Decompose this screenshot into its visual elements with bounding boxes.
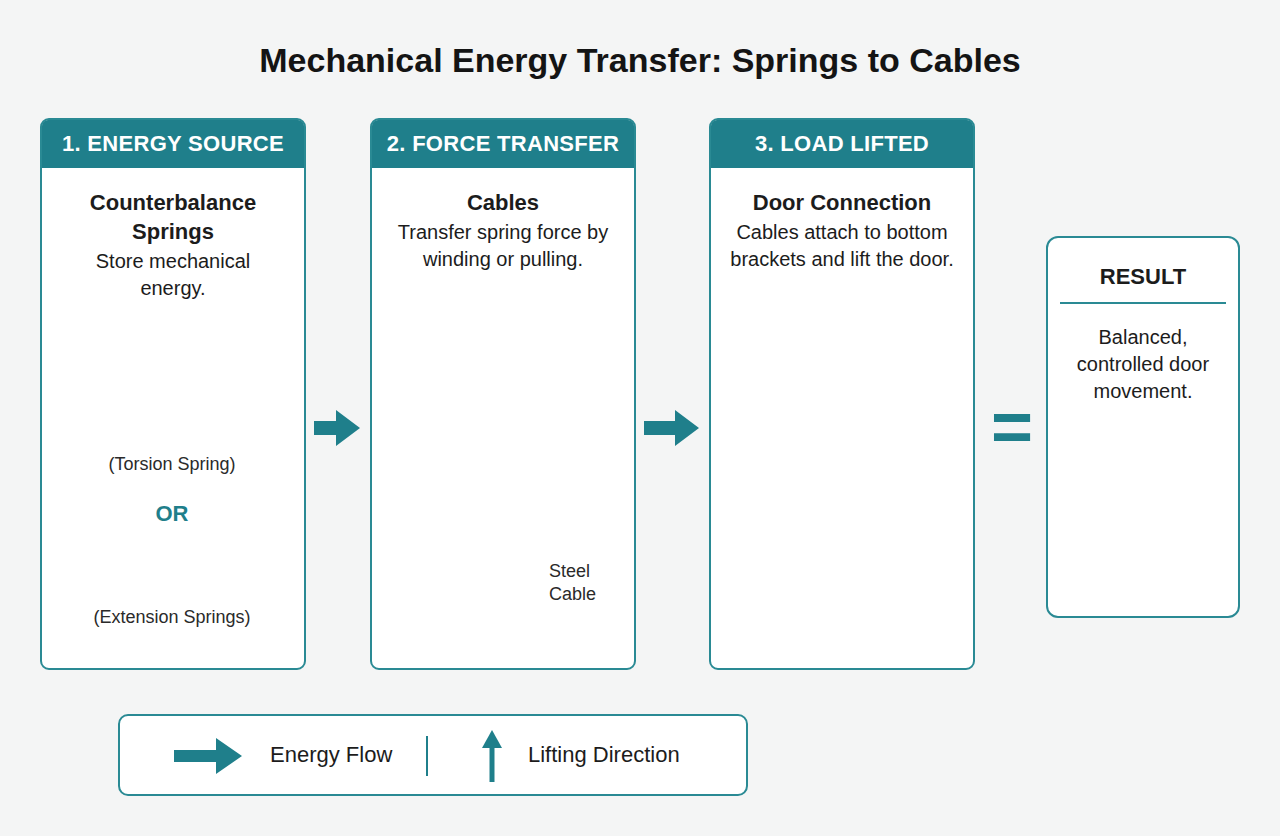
step-heading: Counterbalance Springs xyxy=(68,188,278,246)
result-box: RESULT Balanced, controlled door movement… xyxy=(1046,236,1240,618)
step-panel: 3. LOAD LIFTED Door ConnectionCables atta… xyxy=(709,118,975,670)
legend-box: Energy Flow Lifting Direction xyxy=(118,714,748,796)
step-description: Cables attach to bottom brackets and lif… xyxy=(726,219,958,273)
legend-arrow-sample xyxy=(174,738,242,774)
legend-up-arrow-sample xyxy=(482,730,502,782)
step-panel: 1. ENERGY SOURCE Counterbalance SpringsSt… xyxy=(40,118,306,670)
legend-text: Energy Flow xyxy=(270,742,392,768)
legend-divider xyxy=(426,736,428,776)
part-label: Steel Cable xyxy=(547,560,598,605)
divider-text: OR xyxy=(154,500,191,528)
part-label: (Extension Springs) xyxy=(91,606,252,629)
result-description: Balanced, controlled door movement. xyxy=(1063,324,1223,405)
result-heading: RESULT xyxy=(1060,264,1226,304)
step-description: Store mechanical energy. xyxy=(78,248,268,302)
step-header: 2. FORCE TRANSFER xyxy=(372,120,634,168)
flow-arrow xyxy=(314,410,360,446)
legend-up-arrow-sample xyxy=(482,730,502,748)
equals-sign: = xyxy=(989,381,1035,471)
step-header: 1. ENERGY SOURCE xyxy=(42,120,304,168)
step-header: 3. LOAD LIFTED xyxy=(711,120,973,168)
step-heading: Cables xyxy=(467,188,539,217)
step-description: Transfer spring force by winding or pull… xyxy=(396,219,611,273)
legend-text: Lifting Direction xyxy=(528,742,680,768)
step-heading: Door Connection xyxy=(753,188,931,217)
legend-up-arrow-sample xyxy=(490,746,495,782)
flow-arrow xyxy=(644,410,699,446)
part-label: (Torsion Spring) xyxy=(106,453,237,476)
title: Mechanical Energy Transfer: Springs to C… xyxy=(259,41,1020,80)
